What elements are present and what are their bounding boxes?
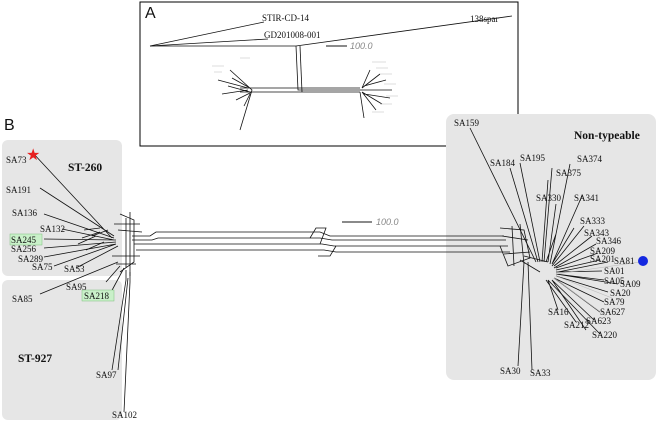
leaf-label: SA159 — [454, 118, 480, 128]
leaf-label: SA195 — [520, 153, 546, 163]
leaf-label: SA09 — [620, 279, 641, 289]
panel-b-faint-links — [553, 261, 641, 317]
leaf-label: SA53 — [64, 264, 85, 274]
leaf-label: SA346 — [596, 236, 622, 246]
leaf-label: SA220 — [592, 330, 618, 340]
leaf-label: SA627 — [600, 307, 626, 317]
leaf-label: SA289 — [18, 254, 44, 264]
panel-a-scale-label: 100.0 — [350, 41, 373, 51]
panel-a-network — [149, 15, 513, 131]
leaf-label: SA218 — [84, 291, 110, 301]
leaf-label: SA33 — [530, 368, 551, 378]
leaf-label: SA75 — [32, 262, 53, 272]
leaf-label: SA132 — [40, 224, 65, 234]
group-label-st260: ST-260 — [68, 162, 102, 174]
leaf-label: SA245 — [11, 235, 37, 245]
panel-b-letter: B — [4, 117, 15, 134]
leaf-label: SA330 — [536, 193, 562, 203]
leaf-label: SA95 — [66, 282, 87, 292]
leaf-label: SA05 — [604, 276, 625, 286]
highlight-sa218 — [81, 289, 115, 302]
circle-marker-sa81 — [638, 256, 648, 266]
leaf-label: SA191 — [6, 185, 31, 195]
leaf-label: SA81 — [614, 256, 635, 266]
leaf-label: SA256 — [11, 244, 37, 254]
leaf-label: SA01 — [604, 266, 625, 276]
leaf-label: SA73 — [6, 155, 27, 165]
leaf-label: SA201 — [590, 254, 615, 264]
highlight-sa245 — [9, 233, 43, 246]
leaf-label: SA79 — [604, 297, 625, 307]
star-marker-sa73: ★ — [26, 147, 40, 164]
leaf-label: SA97 — [96, 370, 117, 380]
group-label-st927: ST-927 — [18, 353, 52, 365]
leaf-label: SA375 — [556, 168, 582, 178]
leaf-label: SA30 — [500, 366, 521, 376]
panel-b-network — [31, 127, 619, 413]
leaf-label: SA333 — [580, 216, 606, 226]
panel-b-scale-label: 100.0 — [376, 217, 399, 227]
inset-label-138spar: 138spar — [470, 14, 499, 24]
leaf-label: SA374 — [577, 154, 603, 164]
leaf-label: SA343 — [584, 228, 610, 238]
leaf-label: SA136 — [12, 208, 38, 218]
left-leaf-labels: SA73 SA191 SA136 SA132 SA245 SA256 SA289… — [6, 155, 137, 420]
leaf-label: SA85 — [12, 294, 33, 304]
right-leaf-labels: SA159 SA184 SA195 SA374 SA375 SA341 SA33… — [454, 118, 641, 378]
panel-a-faint-labels — [212, 57, 398, 113]
leaf-label: SA102 — [112, 410, 137, 420]
leaf-label: SA209 — [590, 246, 616, 256]
leaf-label: SA20 — [610, 288, 631, 298]
panel-a: A STIR-CD-14 GD201008-001 138spar 100.0 — [139, 1, 519, 147]
inset-label-stir: STIR-CD-14 — [262, 13, 309, 23]
group-box-st927 — [2, 280, 122, 420]
leaf-label: SA16 — [548, 307, 569, 317]
inset-label-gd: GD201008-001 — [264, 30, 321, 40]
leaf-label: SA184 — [490, 158, 516, 168]
leaf-label: SA623 — [586, 316, 612, 326]
leaf-label: SA341 — [574, 193, 599, 203]
group-label-nontypeable: Non-typeable — [574, 130, 640, 142]
panel-a-letter: A — [145, 5, 156, 22]
leaf-label: SA212 — [564, 320, 589, 330]
